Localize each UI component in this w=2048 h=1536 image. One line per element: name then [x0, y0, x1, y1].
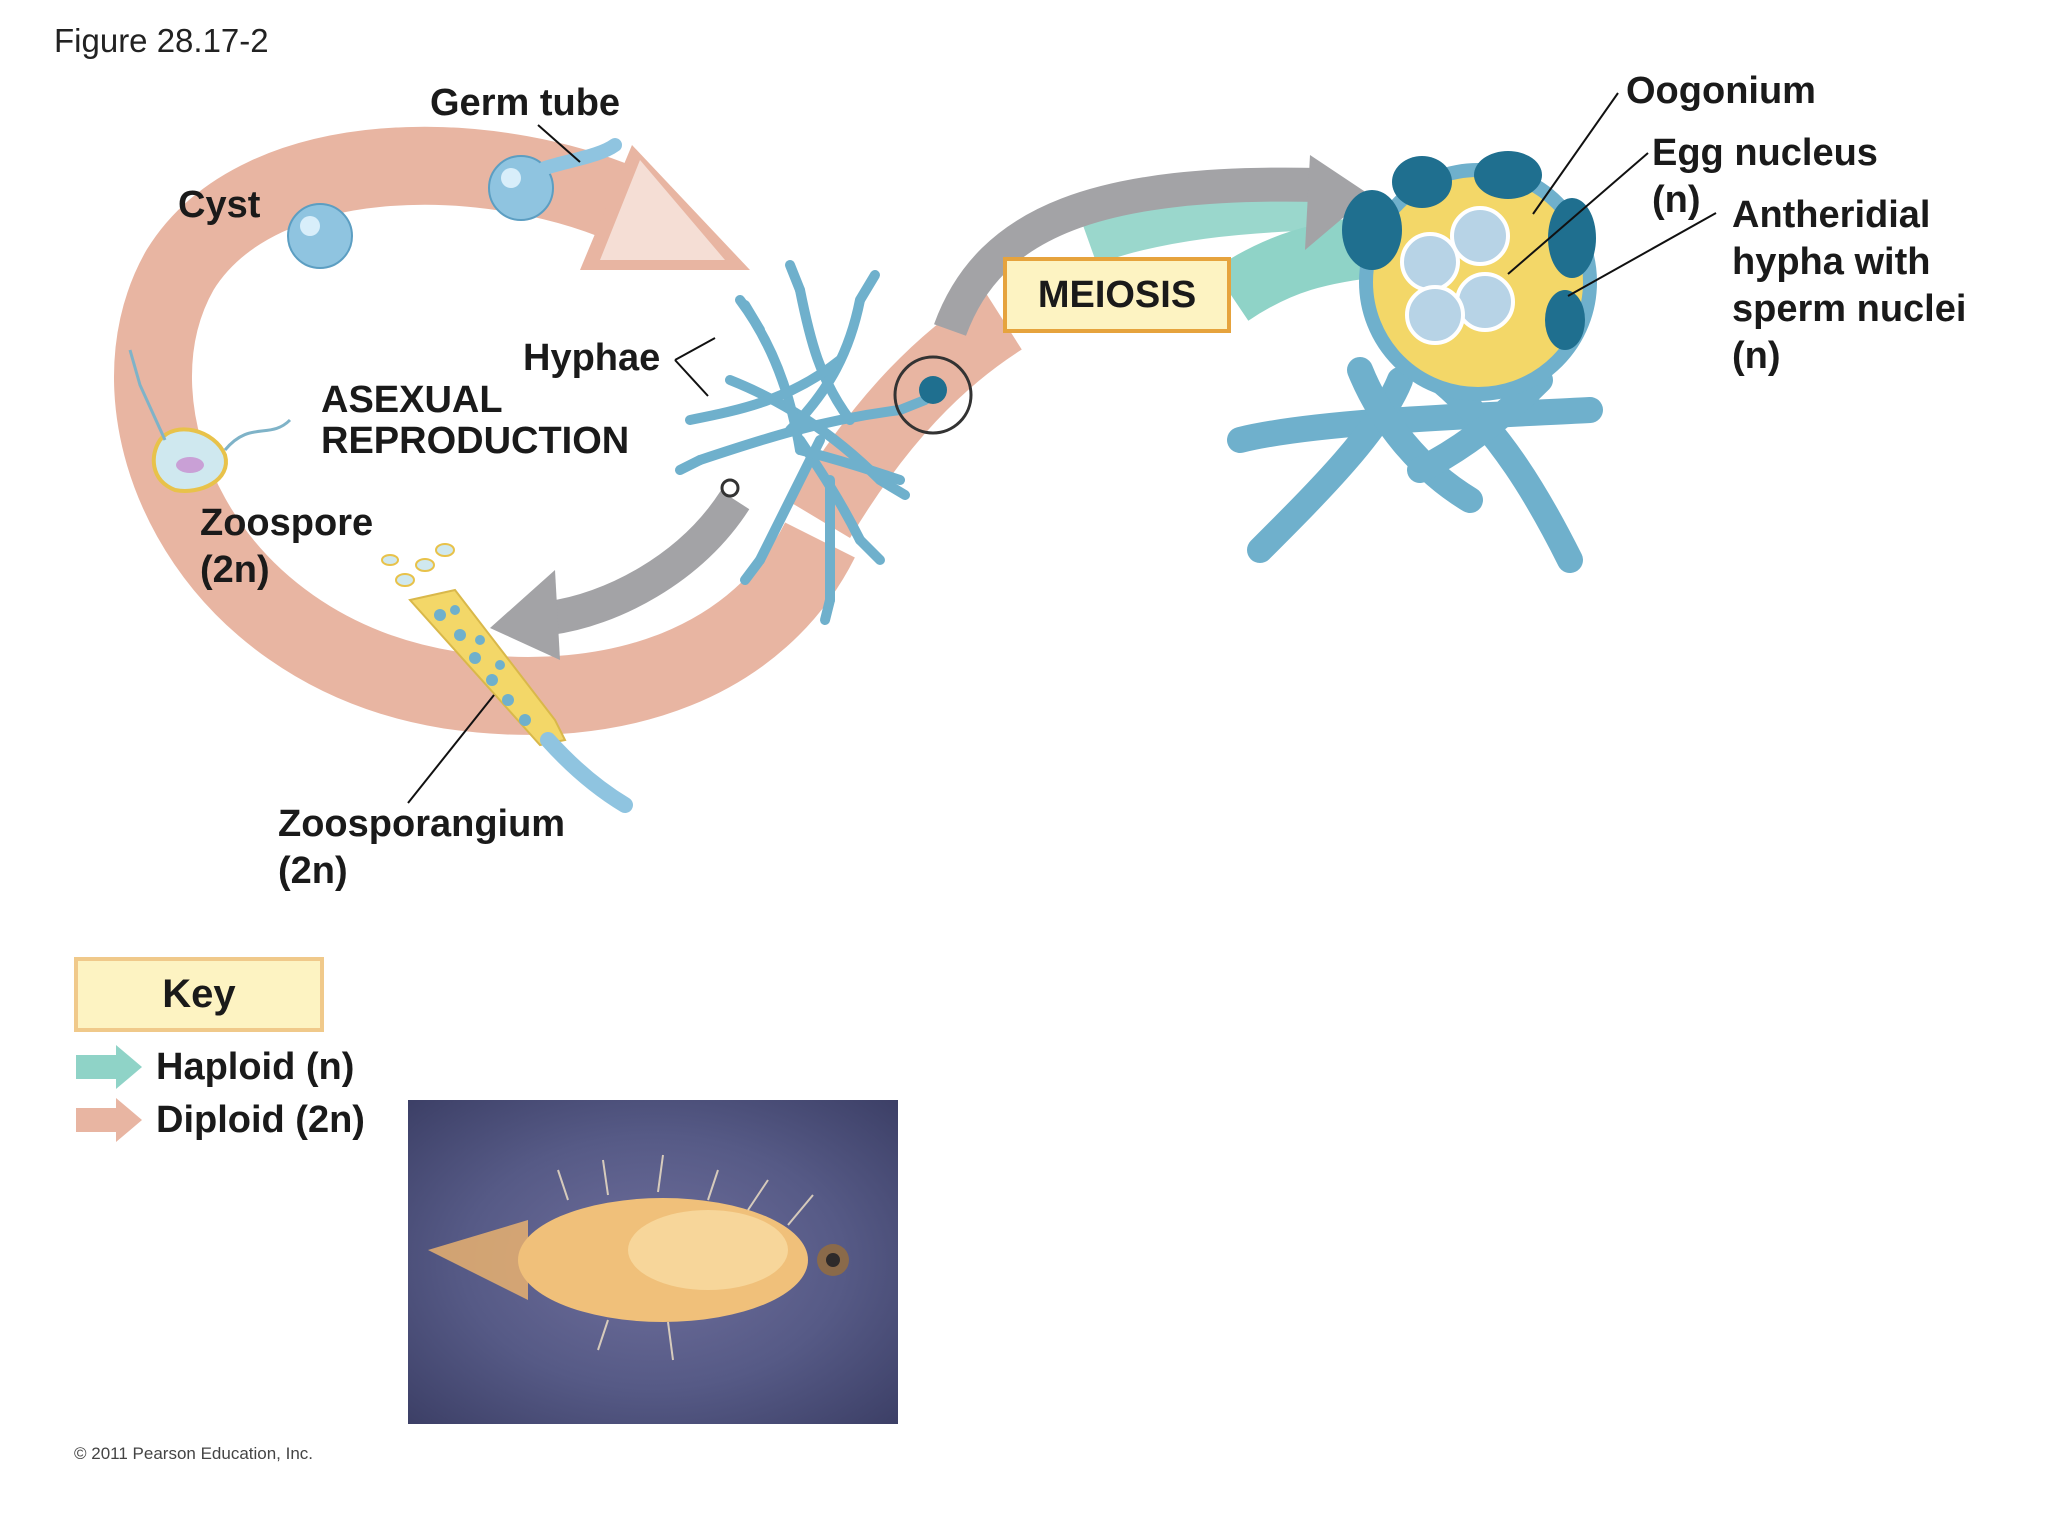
diploid-arrowhead-highlight [600, 160, 725, 260]
gray-arrow-to-oogonium [934, 167, 1321, 337]
released-zoospores [381, 543, 455, 587]
label-zoospore: Zoospore (2n) [200, 500, 373, 594]
hyphae-small-circle [720, 478, 740, 498]
label-zoosporangium-line-1: Zoosporangium [278, 803, 566, 845]
label-egg-nucleus-line-2: (n) [1652, 179, 1701, 221]
label-hyphae: Hyphae [523, 337, 661, 379]
zoosporangium-stalk [540, 732, 633, 813]
zoosporangium-body [408, 588, 567, 747]
zoospore-flagellum-whiplash [223, 418, 292, 451]
gray-arrowhead-right [1305, 155, 1370, 250]
infected-fish-photo [408, 1100, 898, 1424]
oogonium-antheridia [1342, 151, 1596, 350]
label-zoosporangium: Zoosporangium (2n) [278, 801, 565, 895]
key-diploid-label: Diploid (2n) [156, 1098, 365, 1141]
diploid-arrow-icon [76, 1098, 142, 1142]
label-egg-nucleus: Egg nucleus (n) [1652, 130, 1878, 224]
label-zoosporangium-line-2: (2n) [278, 850, 348, 892]
haploid-arrow-icon [76, 1045, 142, 1089]
hyphae-mass [675, 260, 930, 625]
key-title-box: Key [74, 957, 324, 1032]
copyright-notice: © 2011 Pearson Education, Inc. [74, 1444, 314, 1463]
key-haploid-label: Haploid (n) [156, 1045, 355, 1088]
cyst-sphere [287, 203, 353, 269]
cyst-highlight [300, 216, 320, 236]
key-haploid-row: Haploid (n) [76, 1045, 354, 1089]
hyphae-magnifier-circle [893, 355, 973, 435]
hyphae-oogonium-mini [919, 376, 947, 404]
label-leader-lines [407, 92, 1717, 804]
label-cyst: Cyst [178, 184, 261, 226]
label-germ-tube: Germ tube [430, 82, 621, 124]
label-antheridial-line-2: hypha with [1732, 241, 1931, 283]
label-asexual-line-2: REPRODUCTION [321, 420, 630, 462]
germ-tube-extension [538, 138, 622, 175]
zoospore-nucleus [176, 457, 204, 473]
label-egg-nucleus-line-1: Egg nucleus [1652, 132, 1878, 174]
gray-arrowhead-left [490, 570, 560, 660]
infected-fish-illustration [428, 1154, 849, 1361]
label-asexual-reproduction: ASEXUAL REPRODUCTION [321, 380, 629, 462]
germ-tube-highlight [501, 168, 521, 188]
zoospore-flagellum-tinsel [128, 349, 167, 441]
label-zoospore-line-1: Zoospore [200, 502, 374, 544]
label-zoospore-line-2: (2n) [200, 549, 270, 591]
figure-title: Figure 28.17-2 [54, 22, 269, 59]
label-antheridial-line-4: (n) [1732, 335, 1781, 377]
key-diploid-row: Diploid (2n) [76, 1098, 365, 1142]
label-antheridial-hypha: Antheridial hypha with sperm nuclei (n) [1732, 192, 1966, 380]
zoosporangium-spores [434, 605, 531, 726]
meiosis-box: MEIOSIS [1003, 257, 1231, 333]
gray-arrow-to-zoosporangium [547, 490, 750, 635]
diploid-branch-to-meiosis [789, 290, 1023, 539]
oogonium-supporting-hyphae [1227, 357, 1603, 573]
label-antheridial-line-3: sperm nuclei [1732, 288, 1967, 330]
label-asexual-line-1: ASEXUAL [321, 379, 503, 421]
label-antheridial-line-1: Antheridial [1732, 194, 1931, 236]
haploid-band-top [1083, 190, 1331, 264]
label-oogonium: Oogonium [1626, 70, 1816, 112]
diploid-cycle-ring [114, 126, 855, 735]
egg-nuclei [1400, 206, 1515, 345]
